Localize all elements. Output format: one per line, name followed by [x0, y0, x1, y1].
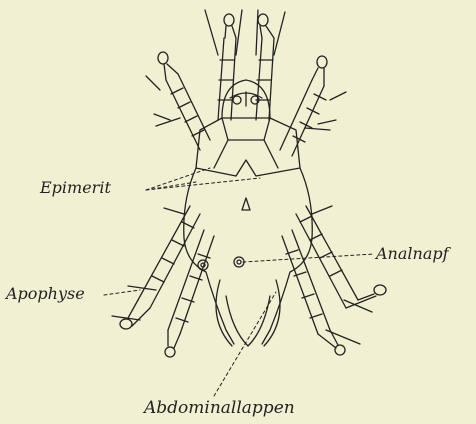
apophyse-label: Apophyse: [6, 286, 85, 302]
leader-lines: [104, 168, 374, 396]
front-legs: [146, 10, 346, 156]
hind-legs: [112, 206, 386, 357]
analnapf-label: Analnapf: [376, 246, 449, 262]
epimerit-label: Epimerit: [40, 180, 111, 196]
abdominallappen-label: Abdominallappen: [144, 400, 295, 417]
mite-body: [184, 80, 313, 346]
